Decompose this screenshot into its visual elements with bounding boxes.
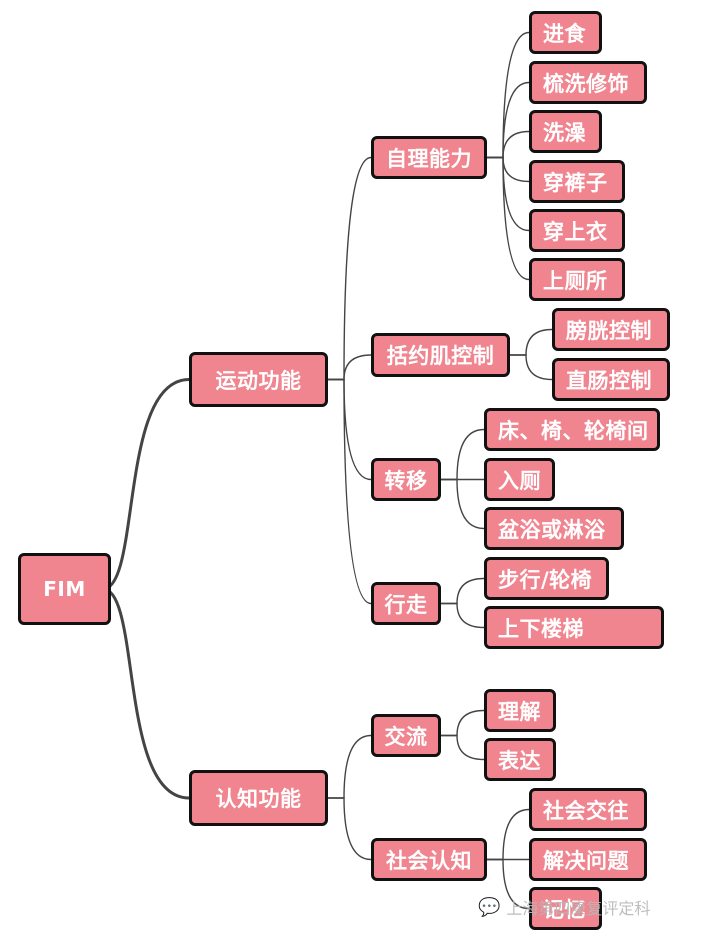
connector-line [328, 797, 372, 861]
connector-line [487, 156, 530, 232]
connector-line [441, 428, 485, 481]
connector-line [328, 378, 372, 481]
node-bladder-control[interactable]: 膀胱控制 [552, 308, 670, 351]
node-toilet-transfer[interactable]: 入厕 [484, 458, 555, 501]
connector-line [510, 354, 553, 381]
node-toileting[interactable]: 上厕所 [529, 258, 625, 301]
node-motor-function[interactable]: 运动功能 [189, 352, 328, 407]
node-bathing[interactable]: 洗澡 [529, 110, 602, 153]
connector-line [441, 577, 485, 605]
node-social-interaction[interactable]: 社会交往 [529, 788, 647, 831]
connector-line [441, 709, 485, 737]
connector-line [487, 858, 530, 910]
connector-line [102, 378, 190, 591]
node-tub-shower[interactable]: 盆浴或淋浴 [484, 507, 624, 550]
connector-line [102, 587, 190, 800]
node-eating[interactable]: 进食 [529, 11, 602, 54]
node-locomotion[interactable]: 行走 [371, 582, 441, 625]
connector-line [328, 354, 372, 381]
node-root-fim[interactable]: FIM [18, 553, 111, 625]
connector-line [510, 328, 553, 356]
node-communication[interactable]: 交流 [371, 714, 441, 757]
node-self-care[interactable]: 自理能力 [371, 136, 487, 179]
node-cognitive-function[interactable]: 认知功能 [189, 770, 328, 826]
node-social-cognition[interactable]: 社会认知 [371, 838, 487, 881]
node-problem-solving[interactable]: 解决问题 [529, 838, 647, 881]
connector-line [487, 156, 530, 183]
connector-line [487, 808, 530, 861]
node-comprehension[interactable]: 理解 [484, 689, 556, 732]
node-stairs[interactable]: 上下楼梯 [484, 606, 664, 649]
node-bowel-control[interactable]: 直肠控制 [552, 358, 670, 401]
connector-line [328, 734, 372, 799]
connector-line [487, 156, 530, 281]
connector-line [441, 602, 485, 629]
connector-line [441, 734, 485, 761]
node-dressing-upper[interactable]: 穿上衣 [529, 209, 625, 252]
connector-line [328, 156, 372, 381]
connector-line [441, 478, 485, 530]
node-transfer[interactable]: 转移 [371, 458, 441, 501]
node-dressing-lower[interactable]: 穿裤子 [529, 160, 625, 203]
connector-line [328, 378, 372, 605]
connector-line [487, 130, 530, 159]
node-walk-wheelchair[interactable]: 步行/轮椅 [484, 557, 609, 600]
node-grooming[interactable]: 梳洗修饰 [529, 61, 647, 104]
node-expression[interactable]: 表达 [484, 738, 556, 781]
node-memory[interactable]: 记忆 [529, 887, 602, 930]
node-sphincter-control[interactable]: 括约肌控制 [371, 333, 510, 377]
node-bed-chair-wheelchair[interactable]: 床、椅、轮椅间 [484, 408, 660, 451]
connector-line [487, 81, 530, 159]
